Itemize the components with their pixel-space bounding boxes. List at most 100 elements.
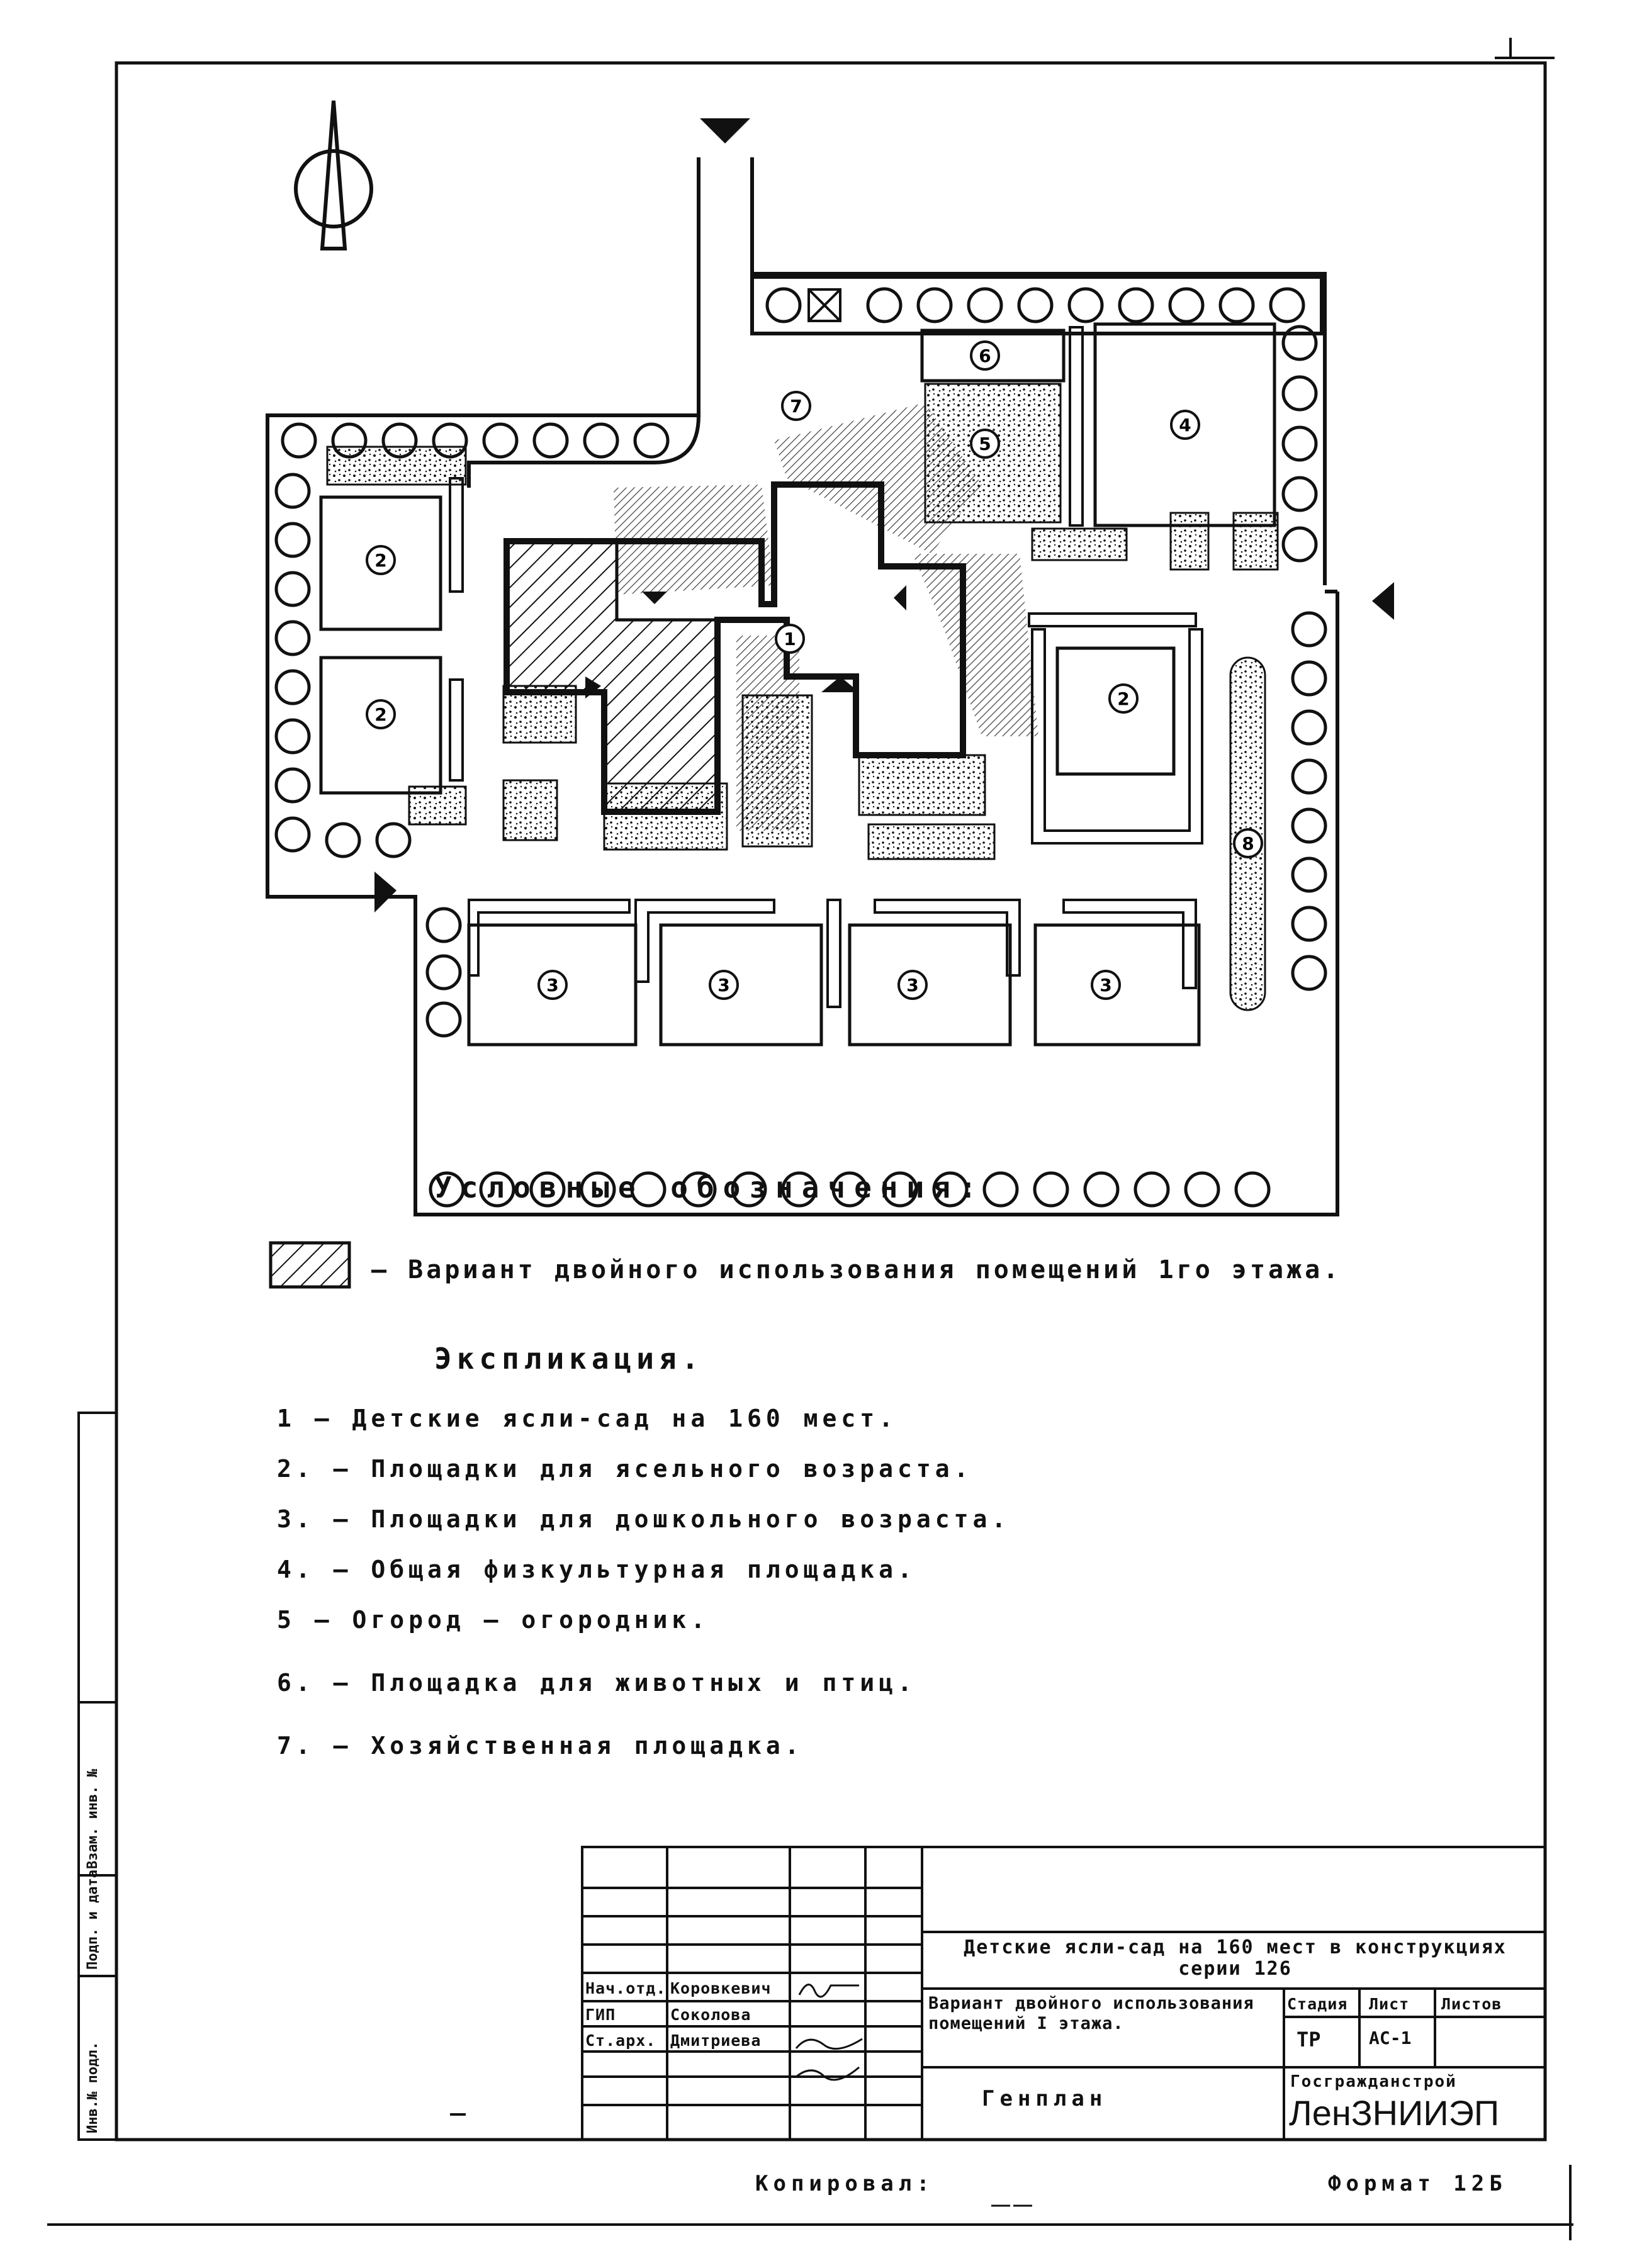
tree-icon	[1067, 287, 1104, 323]
site-label-number: 3	[546, 975, 558, 996]
tree-icon	[916, 287, 953, 323]
shrub-strips	[449, 326, 1203, 1008]
side-stamp-label: Подп. и дата	[85, 1870, 101, 1970]
side-stamp-label: Инв.№ подл.	[85, 2041, 101, 2133]
tree-icon	[274, 522, 311, 558]
signer-name: Коровкевич	[670, 1979, 772, 1997]
project-title: Детские ясли-сад на 160 мест в конструкц…	[964, 1936, 1507, 1980]
signer-name: Соколова	[670, 2006, 751, 2024]
tree-icon	[1291, 955, 1327, 991]
explication-item: 2. – Площадки для ясельного возраста.	[277, 1455, 973, 1483]
signer-role: Ст.арх.	[585, 2031, 656, 2050]
signatures	[795, 1984, 863, 2081]
tree-icon	[1291, 709, 1327, 746]
tree-icon	[274, 669, 311, 705]
tree-icon	[967, 287, 1003, 323]
signer-name: Дмитриева	[670, 2031, 762, 2050]
tree-icon	[274, 718, 311, 755]
tree-icon	[482, 422, 519, 459]
tree-icon	[425, 954, 462, 991]
title-block	[581, 1846, 1546, 2141]
site-label-number: 6	[979, 345, 991, 366]
sheet-header: Лист	[1369, 1995, 1410, 2013]
format-label: Формат 12Б	[1328, 2171, 1507, 2196]
site-label-number: 3	[1100, 975, 1111, 996]
tree-icon	[1281, 325, 1318, 361]
tree-icon	[1134, 1171, 1170, 1208]
site-label-number: 2	[374, 704, 386, 725]
side-stamp	[77, 1412, 118, 2141]
tree-icon	[633, 422, 670, 459]
tree-icon	[1033, 1171, 1069, 1208]
tree-icon	[866, 287, 903, 323]
tree-icon	[425, 1001, 462, 1038]
site-label-number: 1	[784, 629, 796, 649]
explication-item: 7. – Хозяйственная площадка.	[277, 1732, 804, 1760]
tree-icon	[630, 1171, 667, 1208]
tree-icon	[529, 1171, 566, 1208]
tree-icon	[731, 1171, 767, 1208]
tree-icon	[532, 422, 569, 459]
site-label-circle	[1108, 683, 1139, 714]
site-label-circle	[1170, 410, 1200, 440]
tree-icon	[1281, 375, 1318, 412]
drawing-name: Генплан	[982, 2086, 1108, 2111]
tree-icon	[1269, 287, 1305, 323]
explication-title: Экспликация.	[434, 1342, 704, 1376]
site-boundary	[266, 157, 1339, 1216]
site-label-circle	[775, 624, 805, 654]
tree-icon	[274, 767, 311, 804]
kindergarten-building	[503, 481, 966, 815]
site-label-circle	[970, 340, 1000, 371]
site-label-number: 2	[1117, 688, 1129, 709]
tree-icon	[1083, 1171, 1120, 1208]
tree-icon	[1168, 287, 1205, 323]
tree-icon	[1281, 476, 1318, 512]
tree-icon	[479, 1171, 515, 1208]
site-label-circle	[970, 429, 1000, 459]
legend-hatch-description: – Вариант двойного использования помещен…	[371, 1255, 1342, 1284]
org-logo-text: ЛенЗНИИЭП	[1289, 2093, 1500, 2133]
tree-icon	[429, 1171, 465, 1208]
tree-icon	[1291, 758, 1327, 795]
tree-icon	[1291, 906, 1327, 942]
entrance-marker-icon	[1372, 582, 1394, 620]
site-label-number: 3	[717, 975, 729, 996]
tree-icon	[765, 287, 802, 323]
site-label-circle	[537, 970, 568, 1000]
stage-value: ТР	[1297, 2028, 1321, 2052]
tree-icon	[1017, 287, 1054, 323]
north-arrow-icon	[294, 100, 373, 250]
tree-icon	[274, 473, 311, 509]
explication-item: 4. – Общая физкультурная площадка.	[277, 1556, 916, 1583]
tree-icon	[1291, 611, 1327, 648]
side-stamp-label: Взам. инв. №	[85, 1769, 101, 1869]
explication-item: 1 – Детские ясли-сад на 160 мест.	[277, 1405, 897, 1432]
site-label-circle	[781, 391, 811, 421]
sheet-title: Вариант двойного использования помещений…	[928, 1994, 1254, 2033]
site-label-circle	[1233, 828, 1263, 858]
tree-icon	[680, 1171, 717, 1208]
copied-by-label: Копировал:	[755, 2171, 935, 2196]
site-label-circle	[897, 970, 928, 1000]
tree-icon	[274, 816, 311, 853]
site-label-number: 8	[1242, 833, 1254, 854]
tree-icon	[781, 1171, 818, 1208]
tree-icon	[583, 422, 619, 459]
tree-icon	[882, 1171, 918, 1208]
signer-role: Нач.отд.	[585, 1979, 667, 1997]
entrance-marker-icon	[700, 118, 750, 143]
playground-plots	[319, 322, 1276, 1047]
tree-icon	[1281, 425, 1318, 462]
site-label-number: 2	[374, 550, 386, 571]
site-label-circle	[1091, 970, 1121, 1000]
legend-title: Условные обозначения:	[434, 1170, 986, 1204]
explication-item: 5 – Огород – огородник.	[277, 1606, 710, 1634]
sheet-value: АС-1	[1369, 2028, 1412, 2048]
stage-header: Стадия	[1287, 1995, 1348, 2013]
sheets-header: Листов	[1441, 1995, 1502, 2013]
tree-icon	[425, 907, 462, 943]
site-label-number: 7	[790, 396, 802, 417]
tree-icon	[1281, 526, 1318, 563]
